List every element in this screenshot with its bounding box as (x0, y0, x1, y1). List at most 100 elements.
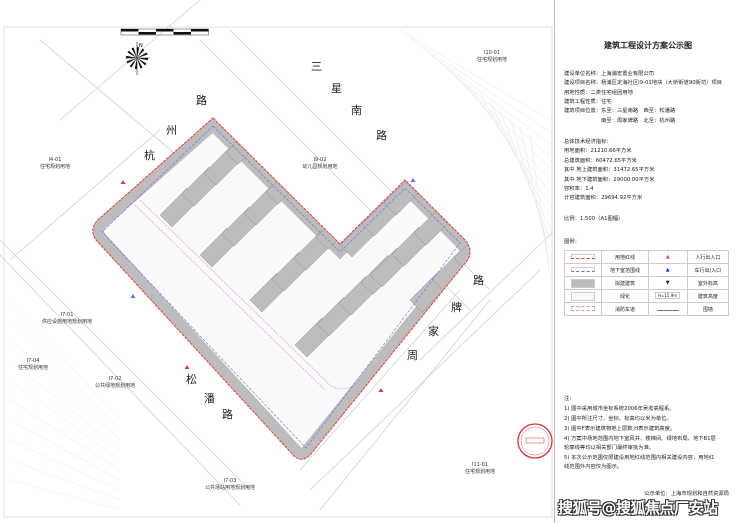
lot-use: 公共绿地规划用地 (94, 383, 135, 389)
wind-rose-petal (137, 52, 148, 58)
scale-text: 比例：1:500（A1图幅） (564, 216, 624, 222)
wind-rose-petal (131, 47, 137, 58)
legend-label: 围墙 (686, 302, 730, 316)
parcel-line (9, 339, 121, 441)
parcel-line (9, 459, 121, 501)
parcel-line (529, 133, 551, 277)
lot-code: I7-01 (60, 312, 74, 318)
scale-segment (156, 29, 174, 32)
road-zhoujiapai-label: 牌 (451, 301, 462, 314)
legend-label: 室外标高 (686, 276, 730, 290)
lot-use: 住宅规划用地 (476, 57, 507, 63)
lot-use: 住宅规划用地 (39, 164, 70, 170)
parcel-line (409, 37, 551, 133)
parcel-line (9, 399, 121, 471)
indicator-line: 计容建筑面积：29694.92平方米 (564, 195, 643, 201)
legend-label: 用地红线 (601, 250, 649, 264)
lot-use: 住宅规划用地 (464, 469, 495, 475)
entrance-icon (184, 365, 190, 369)
info-line: 建设单位名称：上海浦宏置业有限公司 (564, 71, 655, 77)
road-sanxingnan-label: 路 (376, 129, 387, 142)
legend-label: 建筑高度 (686, 289, 730, 303)
info-line: 建筑工程性质：住宅 (564, 99, 612, 105)
note-line: 4) 方案中场地范围内地下室风井、楼梯间、绿地布局、地下B1层 (564, 436, 716, 442)
road-zhoujiapai-label: 家 (428, 325, 439, 338)
road-sanxingnan-label: 星 (331, 82, 342, 95)
note-line: 注： (564, 396, 575, 402)
scale-segment (121, 29, 139, 32)
building-height-sample: H=15.9m (655, 292, 681, 299)
note-line: 5) 本次公示范围仅限建设用地红线范围内相关建设内容，用地红 (564, 455, 715, 461)
lot-use: 住宅规划用地 (17, 365, 48, 371)
fire-lane-swatch (571, 306, 596, 311)
pedestrian-entrance-icon: ▲ (665, 254, 670, 260)
legend-row: 消防车道 围墙 (563, 302, 730, 316)
lot-code: I7-03 (223, 478, 237, 484)
indicator-line: 总体技术经济指标： (564, 139, 612, 145)
legend-row: 拟建建筑 ▼ 室外标高 (563, 276, 730, 290)
legend-label: 人行出入口 (686, 250, 730, 264)
scale-bar (120, 28, 209, 36)
road-hangzhou-label: 路 (196, 94, 207, 107)
info-line: 用地性质：二类住宅组团用地 (564, 90, 633, 96)
road-hangzhou-label: 杭 (144, 149, 155, 162)
scale-outline (120, 28, 209, 36)
indicator-line: 总建筑面积：60472.65平方米 (564, 158, 637, 164)
note-line: 轮廓线等均以相关部门最终审批为准。 (564, 445, 655, 451)
wind-rose-petal (126, 58, 137, 64)
scale-segment (173, 32, 191, 35)
official-seal (517, 423, 553, 459)
parcel-line (419, 45, 551, 145)
wind-rose-petal (137, 58, 143, 69)
wall-swatch (656, 307, 679, 311)
site-plan-map: N (0, 0, 553, 518)
seal-ring (517, 423, 553, 459)
building (252, 23, 291, 62)
lot-code: I4-01 (48, 157, 62, 163)
road-edge (309, 269, 541, 491)
building (453, 231, 471, 271)
parcel-line (459, 77, 551, 193)
building (208, 65, 247, 104)
building (247, 118, 288, 144)
lot-code: I9-02 (313, 157, 327, 163)
legend-label: 绿化 (601, 289, 649, 303)
lot-use: 供应设施用地规划用地 (41, 319, 92, 325)
road-zhoujiapai-label: 路 (473, 274, 484, 287)
note-line: 1) 图中采用城市坐标系统2006年吴淞高程系。 (564, 406, 675, 412)
scale-segment (138, 32, 156, 35)
legend-table: 用地红线 ▲ 人行出入口 地下室范围线 ▲ 车行出/入口 拟建建筑 ▼ 室外标高… (563, 250, 730, 316)
note-line: 线范围外内容仅为图示。 (564, 464, 623, 470)
entrance-icon (378, 388, 384, 392)
wind-rose-petal (137, 47, 140, 58)
parcel-line (489, 101, 551, 229)
elevation-marker-icon: ▼ (665, 280, 670, 286)
publisher-text: 公示单位：上海市规划和自然资源局 (644, 491, 729, 497)
north-label: N (139, 43, 143, 49)
road-edge (299, 289, 461, 471)
indicator-line: 其中 地下建筑面积：29000.00平方米 (564, 177, 655, 183)
map-frame (3, 26, 553, 518)
legend-title: 图例： (564, 239, 580, 245)
road-hangzhou-label: 州 (166, 124, 177, 137)
road-zhoujiapai-label: 周 (407, 349, 418, 362)
road-songpan-label: 松 (186, 373, 197, 386)
wind-rose-petal (127, 50, 137, 58)
fire-lane (134, 204, 326, 391)
info-line: 建设项目名称：杨浦区定海社区I9-01地块（大桥街道90街坊）项目 (564, 80, 723, 86)
seal-box (525, 437, 545, 444)
parcel-line (9, 359, 121, 451)
road-edge (419, 231, 553, 361)
parcel-line (469, 85, 551, 205)
entrance-icon (410, 178, 416, 182)
note-line: 3) 图中F表示建筑物地上层数,H表示建筑高度。 (564, 426, 676, 432)
road-songpan-label: 潘 (204, 392, 215, 405)
legend-label: 车行出/入口 (686, 263, 730, 277)
road-edge (0, 239, 251, 491)
info-line: 建筑项目位置：东至：三星南路 西至：松潘路 (564, 108, 676, 114)
road-songpan-label: 路 (222, 408, 233, 421)
